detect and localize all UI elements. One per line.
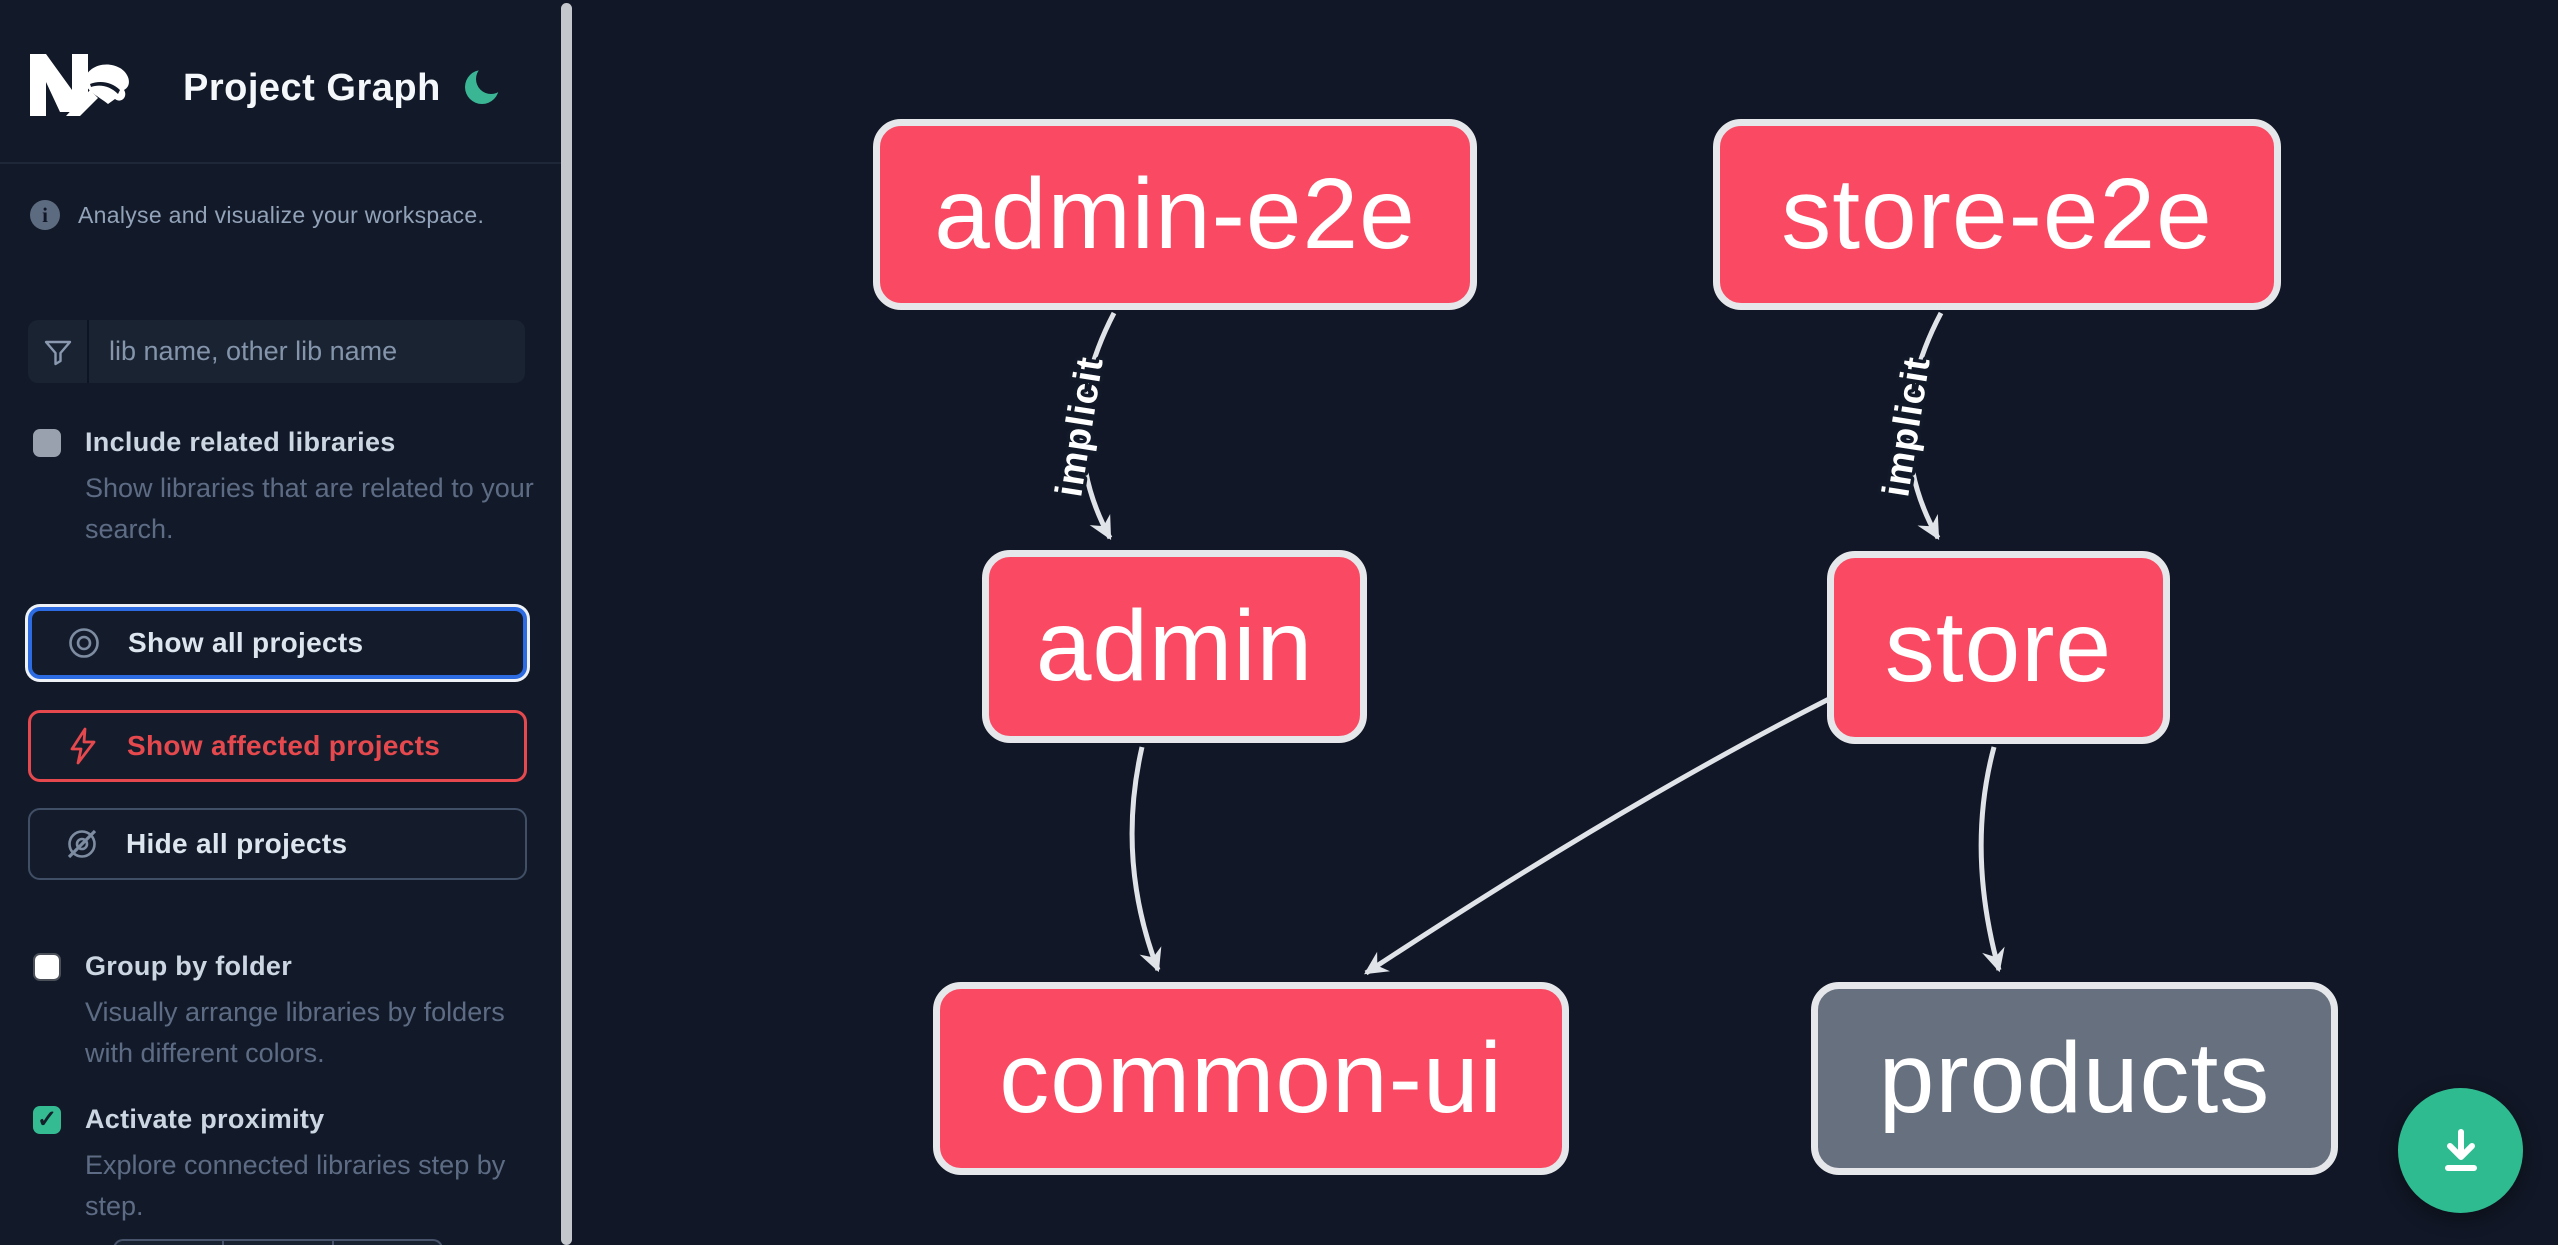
sidebar-header: Project Graph [0,0,561,162]
node-label: admin [1035,590,1314,702]
eye-off-icon [62,824,102,864]
info-text: Analyse and visualize your workspace. [78,201,485,228]
info-icon: i [30,200,60,230]
download-icon [2430,1118,2492,1183]
node-label: common-ui [999,1022,1503,1134]
bottom-segmented-control[interactable] [113,1239,443,1245]
option-label: Group by folder [85,951,292,981]
button-label: Hide all projects [126,828,348,859]
show-all-projects-button[interactable]: Show all projects [28,607,527,679]
graph-node-admin[interactable]: admin [982,550,1367,743]
nx-logo-icon [28,52,132,123]
segment[interactable] [331,1241,441,1245]
sidebar-divider [0,162,561,164]
group-by-folder-checkbox[interactable] [33,952,61,981]
node-label: admin-e2e [934,158,1416,270]
segment[interactable] [222,1241,331,1245]
sidebar-scrollbar[interactable] [561,3,572,1245]
segment[interactable] [115,1241,222,1245]
option-label: Activate proximity [85,1104,325,1134]
button-label: Show affected projects [127,730,441,761]
option-activate-proximity: ✓ Activate proximity Explore connected l… [33,1104,528,1227]
workspace-info: i Analyse and visualize your workspace. [30,200,530,230]
graph-node-admin-e2e[interactable]: admin-e2e [873,119,1477,310]
eye-icon [64,623,104,663]
graph-node-common-ui[interactable]: common-ui [933,982,1569,1175]
include-related-checkbox[interactable] [33,428,61,457]
graph-node-store[interactable]: store [1827,551,2170,744]
search-input[interactable] [89,320,525,383]
option-description: Show libraries that are related to your … [85,473,534,544]
option-description: Explore connected libraries step by step… [85,1150,506,1221]
theme-toggle-moon-icon[interactable] [458,60,510,112]
activate-proximity-checkbox[interactable]: ✓ [33,1105,61,1134]
search-box [28,320,525,383]
page-title: Project Graph [183,67,441,109]
node-label: products [1878,1022,2271,1134]
option-group-by-folder: Group by folder Visually arrange librari… [33,951,528,1074]
button-label: Show all projects [128,627,364,658]
filter-icon [28,320,89,383]
node-label: store-e2e [1781,158,2213,270]
option-label: Include related libraries [85,427,396,457]
option-description: Visually arrange libraries by folders wi… [85,997,505,1068]
lightning-icon [63,726,103,766]
hide-all-projects-button[interactable]: Hide all projects [28,808,527,880]
sidebar: Project Graph i Analyse and visualize yo… [0,0,561,1245]
show-affected-projects-button[interactable]: Show affected projects [28,710,527,782]
node-label: store [1884,591,2113,703]
option-include-related: Include related libraries Show libraries… [33,427,534,550]
graph-node-products[interactable]: products [1811,982,2338,1175]
graph-node-store-e2e[interactable]: store-e2e [1713,119,2281,310]
download-image-button[interactable] [2398,1088,2523,1213]
